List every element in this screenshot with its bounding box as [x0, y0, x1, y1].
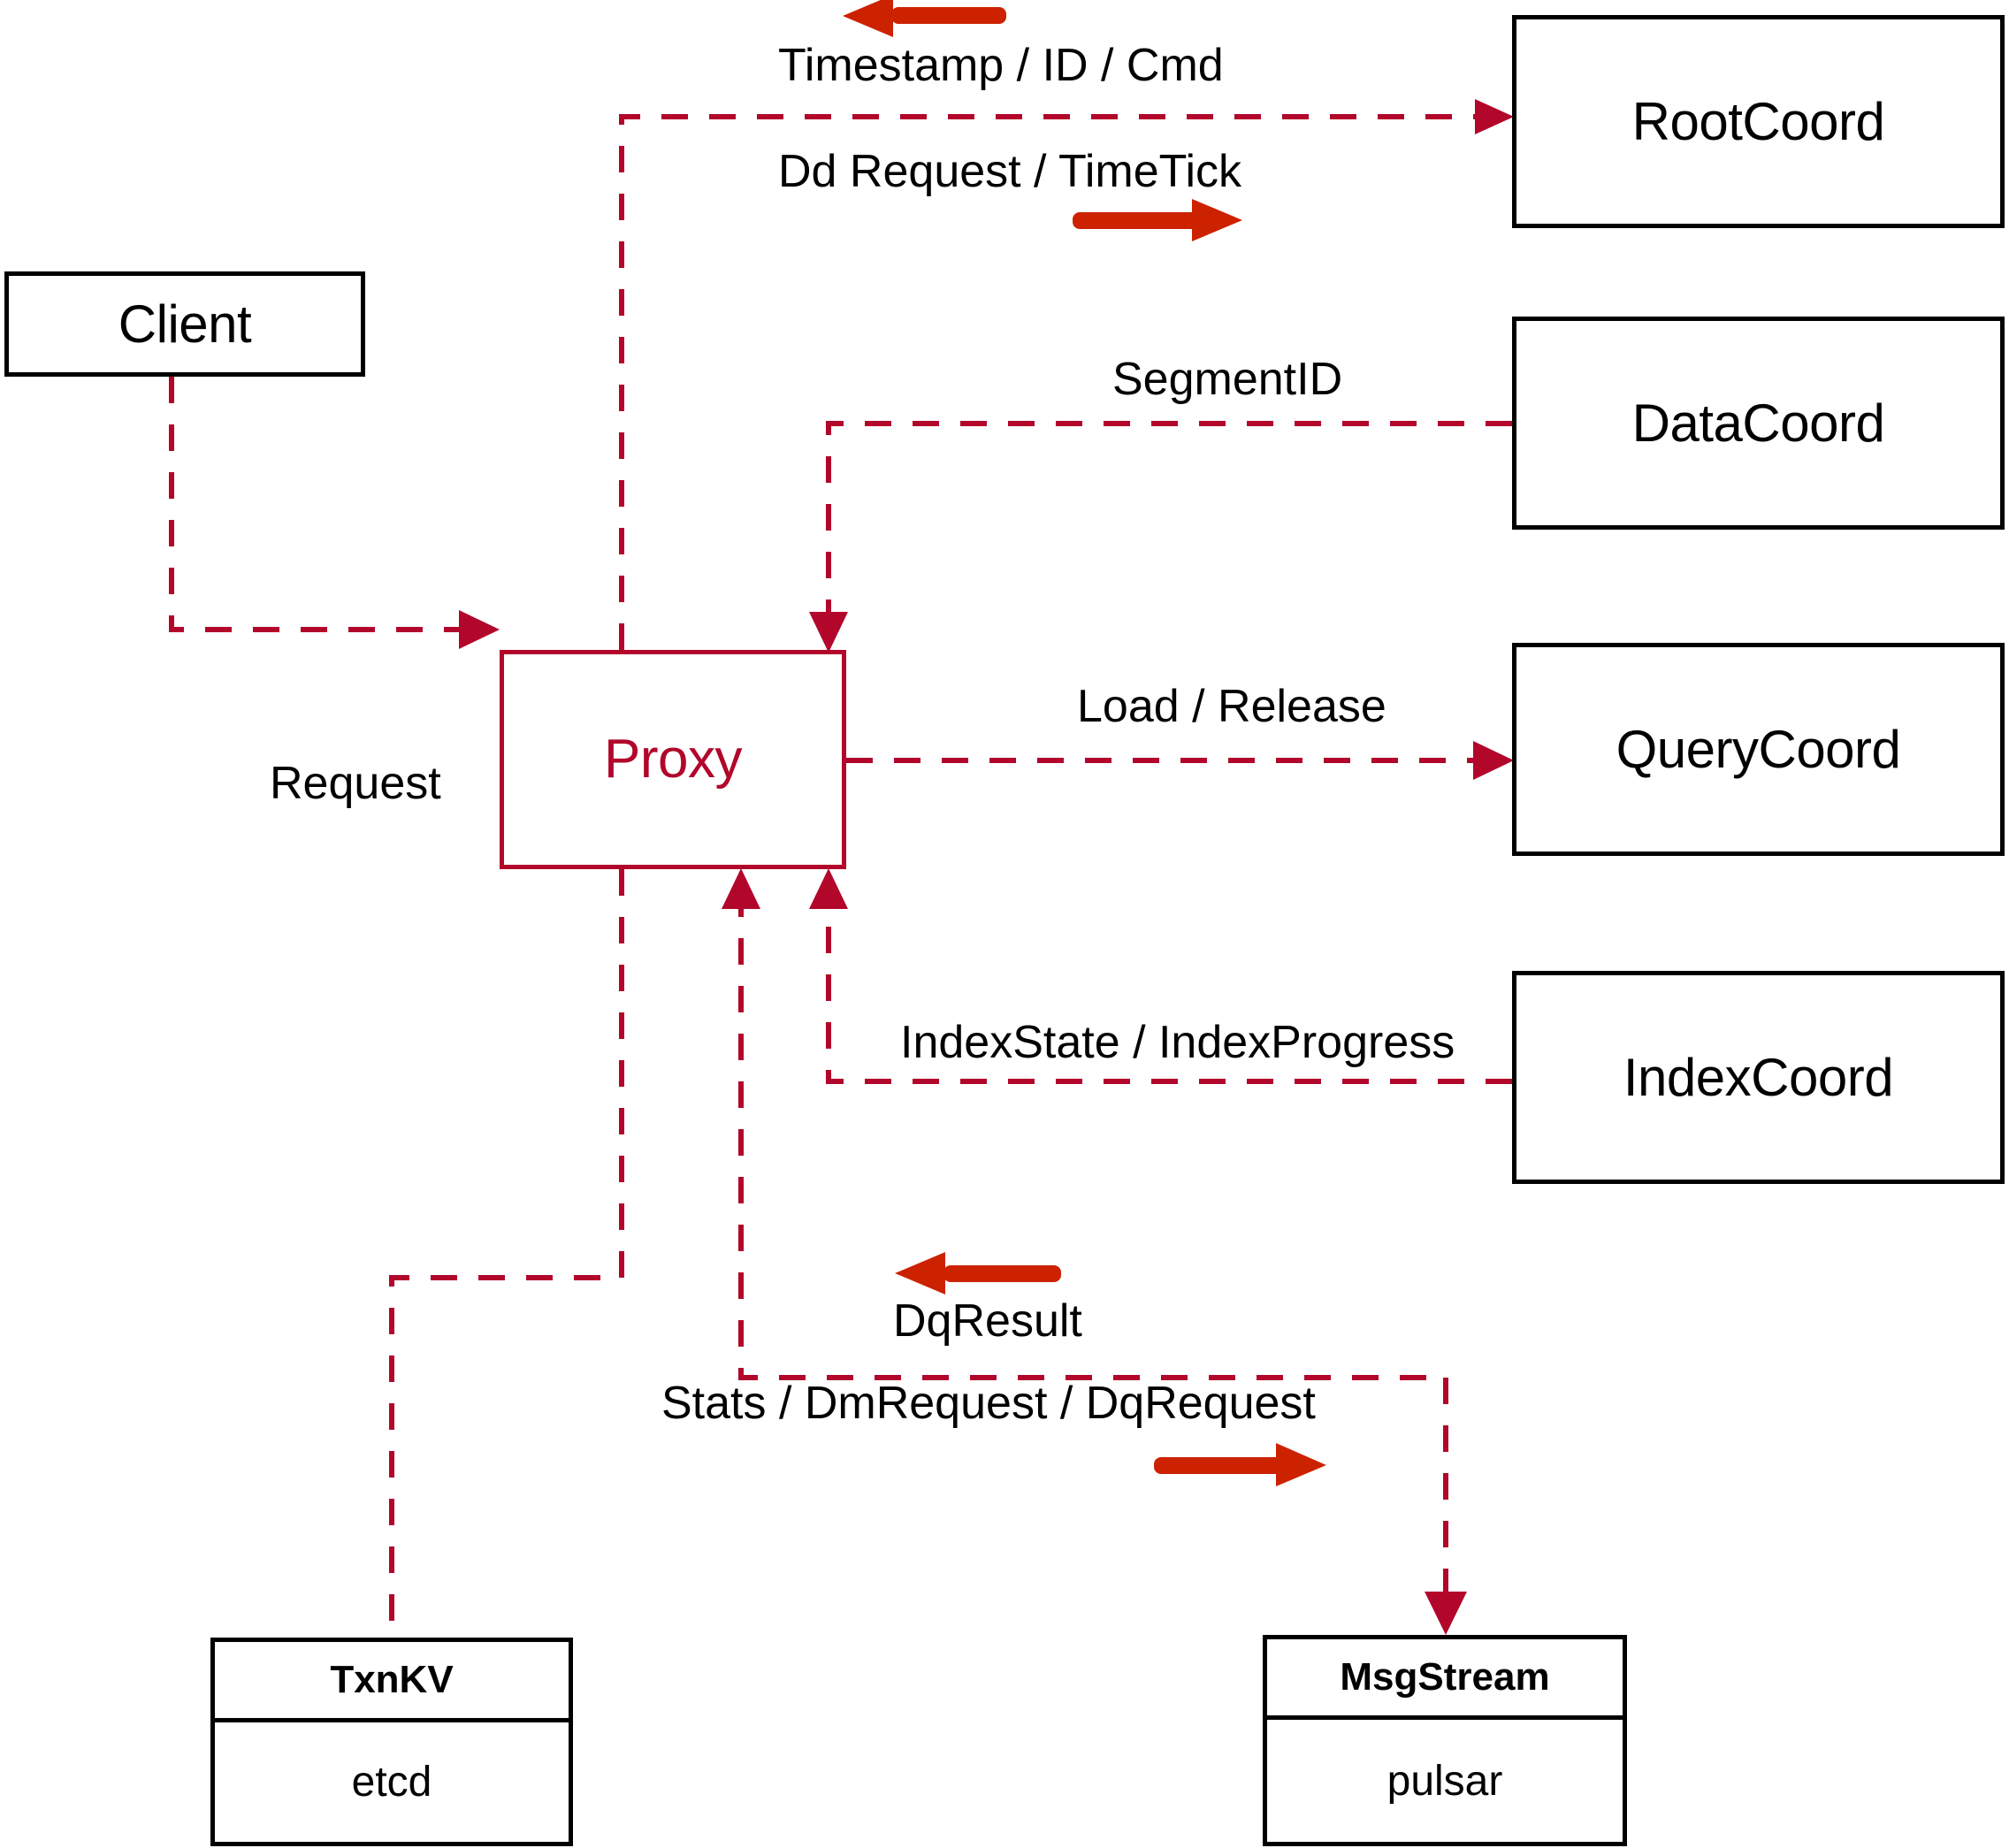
wire-proxy-txnkv [389, 869, 624, 1638]
wire-stats-arrowhead [1425, 1592, 1467, 1635]
wire-segment-id [826, 421, 1512, 632]
edge-label-index-state-progress: IndexState / IndexProgress [900, 1017, 1455, 1068]
edge-label-load-release: Load / Release [1077, 681, 1386, 732]
edge-label-dq-result: DqResult [893, 1295, 1082, 1347]
wire-dq-result-arrowhead [722, 868, 760, 909]
node-proxy[interactable]: Proxy [500, 650, 846, 869]
node-client[interactable]: Client [4, 271, 365, 377]
node-client-label: Client [118, 294, 252, 354]
direction-arrow-stats-dm-dq-request [1154, 1443, 1326, 1486]
wire-index-state-arrowhead [809, 868, 848, 909]
store-msgstream[interactable]: MsgStream pulsar [1263, 1635, 1627, 1846]
edge-label-timestamp-id-cmd: Timestamp / ID / Cmd [778, 40, 1224, 91]
node-root-coord[interactable]: RootCoord [1512, 15, 2005, 228]
wire-dq-result [738, 890, 1446, 1380]
store-msgstream-title: MsgStream [1267, 1639, 1623, 1720]
direction-arrow-timestamp-id-cmd [843, 0, 1006, 37]
store-txnkv-title: TxnKV [215, 1642, 569, 1722]
wire-request-arrowhead [459, 610, 500, 649]
wire-load-release-arrowhead [1473, 741, 1514, 780]
node-root-coord-label: RootCoord [1631, 91, 1885, 151]
node-data-coord[interactable]: DataCoord [1512, 317, 2005, 530]
direction-arrow-dq-result [895, 1252, 1061, 1294]
edge-label-request: Request [270, 758, 441, 809]
store-msgstream-impl: pulsar [1386, 1757, 1503, 1805]
node-query-coord-label: QueryCoord [1616, 719, 1901, 779]
edge-label-dd-request-timetick: Dd Request / TimeTick [778, 146, 1242, 197]
wire-dd-request-arrowhead [1475, 99, 1514, 134]
node-data-coord-label: DataCoord [1631, 393, 1885, 453]
direction-arrow-dd-request-timetick [1073, 199, 1242, 241]
node-proxy-label: Proxy [604, 729, 742, 790]
node-index-coord-label: IndexCoord [1623, 1047, 1894, 1107]
wire-segment-id-arrowhead [809, 612, 848, 653]
store-txnkv[interactable]: TxnKV etcd [210, 1638, 573, 1846]
wire-request [169, 377, 477, 632]
edge-label-segment-id: SegmentID [1112, 354, 1343, 405]
node-index-coord[interactable]: IndexCoord [1512, 971, 2005, 1184]
node-query-coord[interactable]: QueryCoord [1512, 643, 2005, 856]
store-txnkv-impl: etcd [351, 1759, 432, 1806]
edge-label-stats-dm-dq-request: Stats / DmRequest / DqRequest [661, 1378, 1316, 1429]
